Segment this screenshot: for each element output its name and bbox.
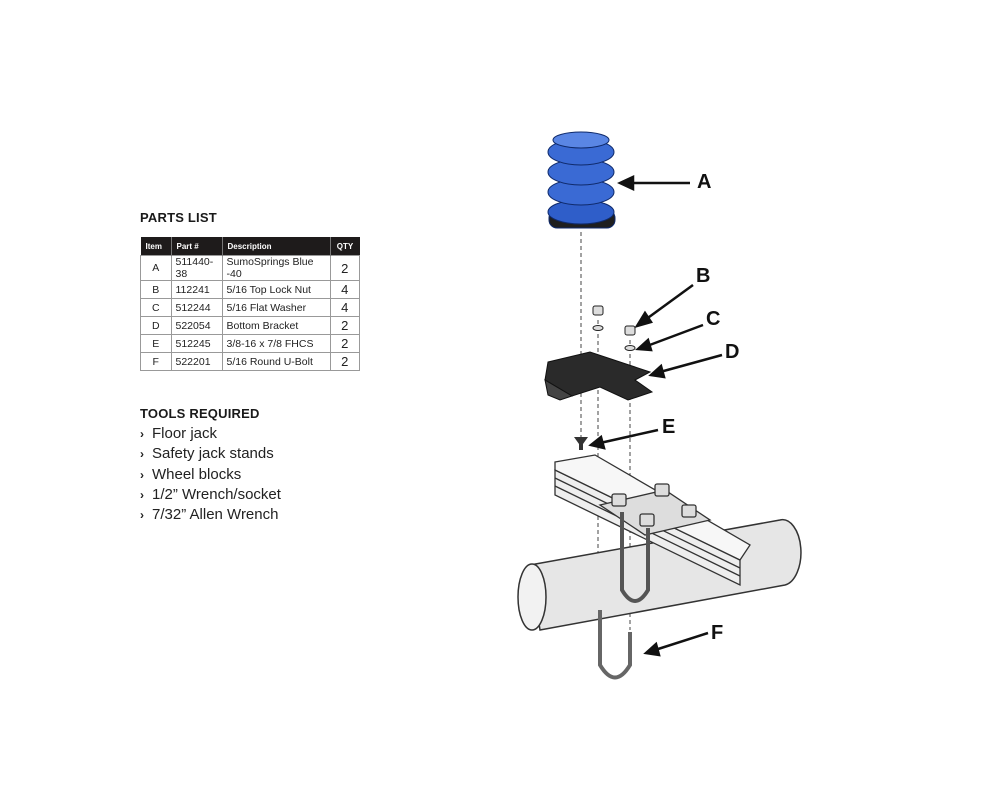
header-item: Item bbox=[140, 237, 172, 256]
header-description: Description bbox=[222, 237, 331, 256]
list-item: › 1/2” Wrench/socket bbox=[140, 485, 281, 505]
header-qty: QTY bbox=[330, 237, 360, 256]
label-f: F bbox=[711, 622, 724, 644]
bottom-bracket bbox=[544, 351, 654, 401]
chevron-right-icon: › bbox=[140, 427, 144, 441]
item-cell: F bbox=[140, 352, 172, 371]
description-cell: 3/8-16 x 7/8 FHCS bbox=[221, 334, 331, 353]
qty-cell: 2 bbox=[329, 255, 360, 281]
list-item: › 7/32” Allen Wrench bbox=[140, 505, 281, 525]
list-item: › Wheel blocks bbox=[140, 465, 281, 485]
parts-list-title: PARTS LIST bbox=[140, 210, 217, 225]
description-cell: Bottom Bracket bbox=[221, 316, 331, 335]
list-item: › Floor jack bbox=[140, 424, 281, 444]
tools-title: TOOLS REQUIRED bbox=[140, 406, 260, 421]
header-part-number: Part # bbox=[171, 237, 223, 256]
tools-list: › Floor jack › Safety jack stands › Wheel b… bbox=[140, 424, 281, 525]
qty-cell: 2 bbox=[329, 316, 360, 335]
label-b: B bbox=[696, 265, 711, 287]
part-number-cell: 522201 bbox=[170, 352, 223, 371]
u-bolt-plate bbox=[598, 483, 712, 536]
tool-label: 7/32” Allen Wrench bbox=[152, 506, 279, 524]
chevron-right-icon: › bbox=[140, 508, 144, 523]
part-number-cell: 112241 bbox=[170, 280, 223, 299]
chevron-right-icon: › bbox=[140, 447, 144, 462]
label-a: A bbox=[697, 171, 712, 193]
installed-u-bolt bbox=[620, 512, 650, 603]
part-number-cell: 512245 bbox=[170, 334, 223, 353]
nuts-and-washers bbox=[592, 305, 636, 351]
tool-label: 1/2” Wrench/socket bbox=[152, 485, 281, 503]
label-e: E bbox=[662, 416, 676, 438]
u-bolt bbox=[598, 610, 632, 680]
callout-arrows bbox=[588, 175, 723, 657]
sumo-spring bbox=[547, 131, 616, 229]
list-item: › Safety jack stands bbox=[140, 444, 281, 464]
part-number-cell: 511440-38 bbox=[170, 255, 223, 281]
part-number-cell: 522054 bbox=[170, 316, 223, 335]
table-header-row: Item Part # Description QTY bbox=[140, 237, 360, 256]
description-cell: SumoSprings Blue -40 bbox=[221, 255, 331, 281]
qty-cell: 2 bbox=[329, 352, 360, 371]
chevron-right-icon: › bbox=[140, 487, 144, 502]
tool-label: Safety jack stands bbox=[152, 445, 274, 463]
chevron-right-icon: › bbox=[140, 467, 144, 482]
tool-label: Floor jack bbox=[152, 425, 218, 442]
description-cell: 5/16 Round U-Bolt bbox=[221, 352, 331, 371]
tool-label: Wheel blocks bbox=[152, 465, 242, 483]
label-c: C bbox=[706, 308, 721, 330]
screw bbox=[574, 437, 588, 450]
label-d: D bbox=[725, 341, 740, 363]
